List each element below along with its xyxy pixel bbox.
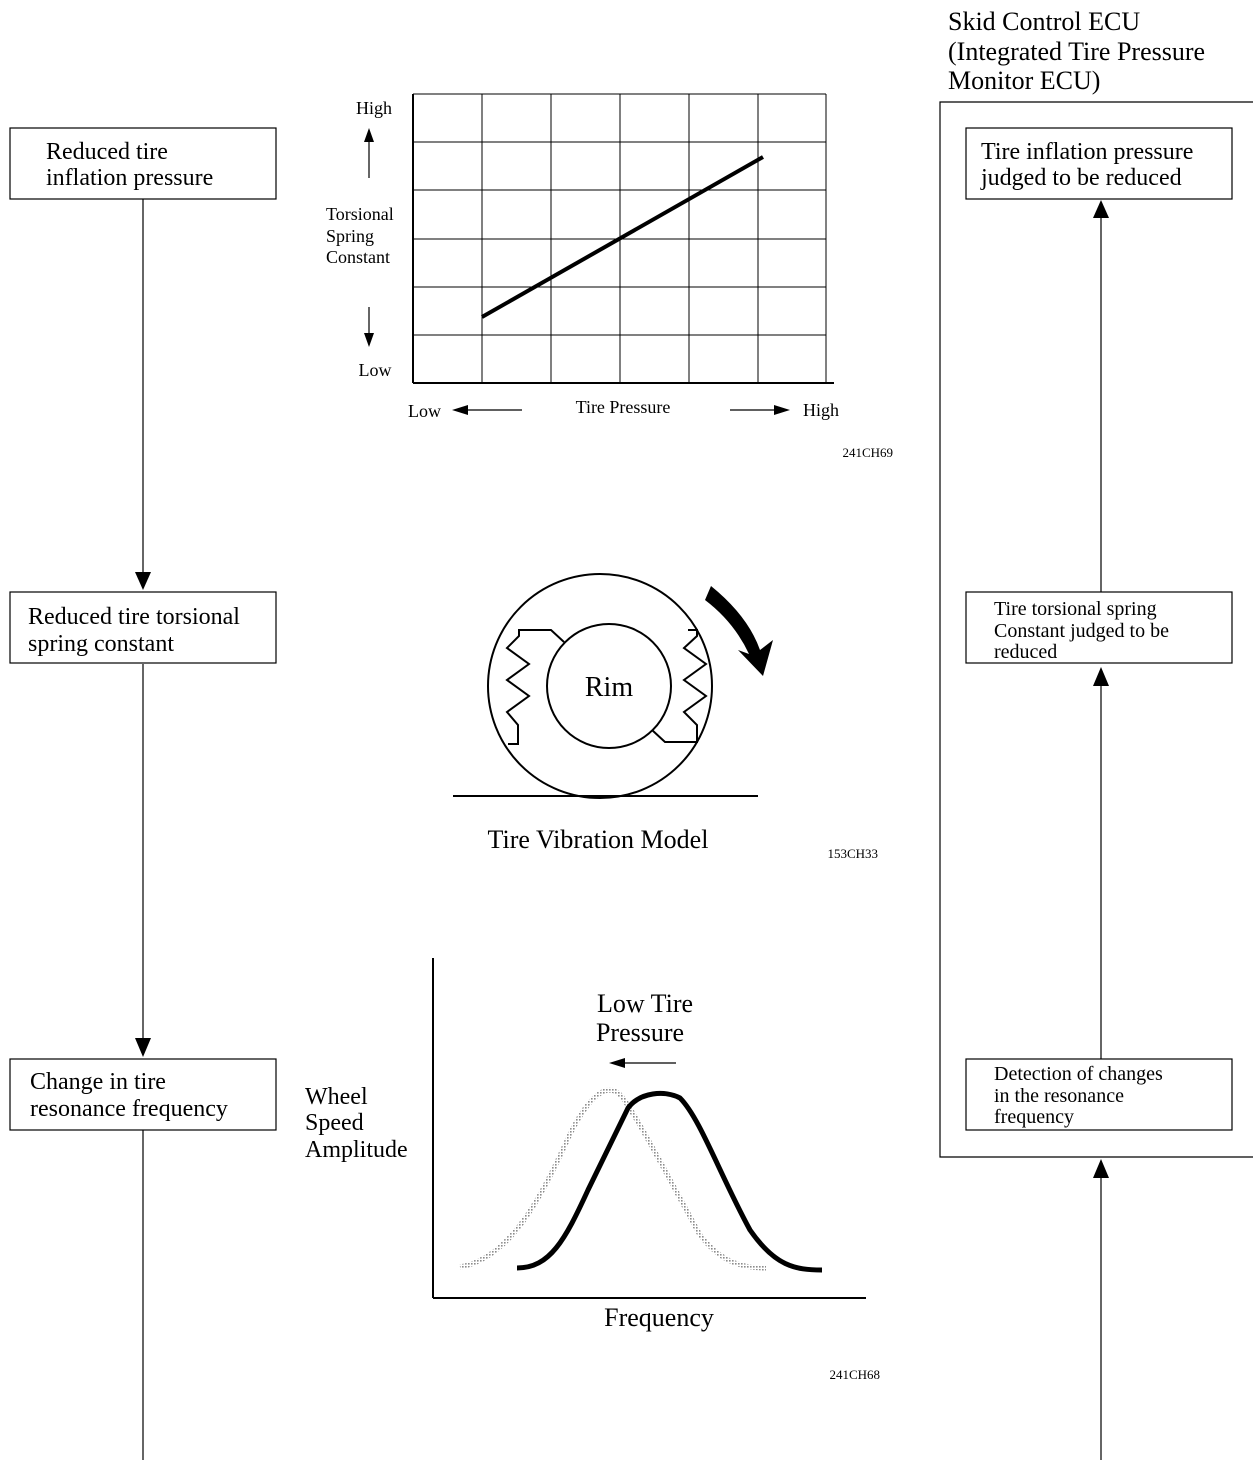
flow-box-resonance-change: Change in tire resonance frequency [9, 1058, 277, 1131]
arrow-up-head-icon [364, 128, 374, 142]
box-line: judged to be reduced [980, 165, 1182, 191]
arrow-up-icon [1093, 1159, 1109, 1178]
annotation-line: Low Tire [597, 989, 693, 1018]
flow-box-reduced-torsional: Reduced tire torsional spring constant [9, 591, 277, 664]
tire-vibration-model: Rim Tire Vibration Model 153CH33 [453, 573, 878, 861]
rotation-arrow-icon [705, 586, 773, 676]
figure-code: 153CH33 [827, 846, 878, 861]
flow-box-reduced-pressure: Reduced tire inflation pressure [9, 127, 277, 200]
box-line: frequency [994, 1106, 1074, 1128]
box-line: spring constant [28, 631, 174, 657]
model-caption: Tire Vibration Model [488, 825, 709, 854]
ecu-box-pressure-judged: Tire inflation pressure judged to be red… [965, 127, 1233, 200]
y-low-label: Low [359, 360, 392, 380]
figure-code: 241CH69 [842, 445, 893, 460]
ecu-box-resonance-detection: Detection of changes in the resonance fr… [965, 1058, 1233, 1131]
box-line: inflation pressure [46, 165, 213, 191]
x-axis-label: Frequency [604, 1303, 714, 1332]
low-pressure-resonance-curve [516, 1090, 823, 1273]
y-label-line: Wheel [305, 1084, 368, 1110]
right-spring [651, 629, 708, 743]
rim-circle [546, 623, 672, 749]
box-line: Detection of changes [994, 1063, 1163, 1085]
ecu-frame [939, 101, 1253, 1158]
arrow-down-icon [135, 572, 151, 590]
torsional-spring-graph: High Torsional Spring Constant Low Low T… [326, 93, 893, 460]
box-line: in the resonance [994, 1085, 1124, 1107]
box-line: Constant judged to be [994, 620, 1169, 642]
box-line: Tire torsional spring [994, 598, 1157, 620]
shift-arrow-head-icon [609, 1058, 625, 1068]
y-label-line: Torsional [326, 204, 394, 224]
box-line: Change in tire [30, 1069, 166, 1095]
ecu-title-line: Skid Control ECU [948, 7, 1140, 36]
ecu-block: Skid Control ECU (Integrated Tire Pressu… [939, 7, 1253, 1460]
arrow-down-head-icon [364, 333, 374, 347]
y-label-line: Spring [326, 226, 374, 246]
box-line: Reduced tire [46, 139, 168, 165]
arrow-up-icon [1093, 200, 1109, 218]
box-line: resonance frequency [30, 1096, 228, 1122]
arrow-right-head-icon [774, 405, 790, 415]
ecu-box-spring-judged: Tire torsional spring Constant judged to… [965, 591, 1233, 664]
y-label-line: Speed [305, 1110, 364, 1136]
rim-label: Rim [585, 672, 633, 703]
trend-line [481, 155, 764, 319]
box-line: Tire inflation pressure [981, 139, 1193, 165]
y-high-label: High [356, 98, 392, 118]
annotation-line: Pressure [596, 1018, 684, 1047]
figure-code: 241CH68 [829, 1367, 880, 1382]
x-high-label: High [803, 400, 839, 420]
box-line: reduced [994, 641, 1057, 663]
ecu-title-line: Monitor ECU) [948, 66, 1100, 95]
x-low-label: Low [408, 401, 441, 421]
ecu-title-line: (Integrated Tire Pressure [948, 37, 1205, 66]
resonance-graph: Low Tire Pressure Wheel Speed Amplitude … [305, 958, 880, 1382]
y-label-line: Constant [326, 247, 390, 267]
original-resonance-curve [459, 1087, 767, 1271]
y-label-line: Amplitude [305, 1137, 408, 1163]
arrow-down-icon [135, 1038, 151, 1057]
arrow-left-head-icon [452, 405, 468, 415]
box-line: Reduced tire torsional [28, 604, 240, 630]
left-flow: Reduced tire inflation pressure Reduced … [9, 127, 277, 1460]
left-spring [505, 629, 565, 745]
x-axis-label: Tire Pressure [576, 397, 671, 417]
arrow-up-icon [1093, 667, 1109, 686]
